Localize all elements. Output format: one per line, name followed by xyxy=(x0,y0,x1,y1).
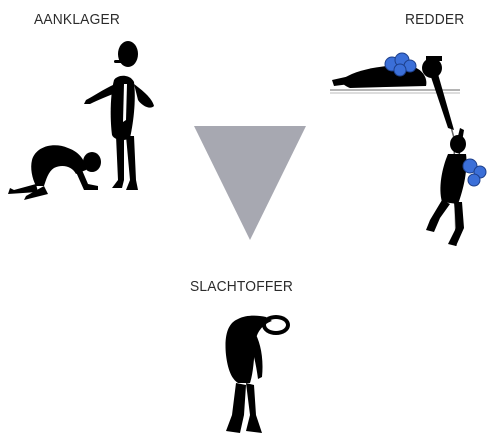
victim-label: SLACHTOFFER xyxy=(190,278,293,295)
climber-pulling-climber-icon xyxy=(330,38,489,250)
downward-triangle-icon xyxy=(194,126,306,240)
rescuer-label: REDDER xyxy=(405,11,464,28)
pointing-man-and-kneeling-figure-icon xyxy=(2,40,162,200)
accuser-label: AANKLAGER xyxy=(34,11,120,28)
slumped-figure-icon xyxy=(210,305,300,437)
